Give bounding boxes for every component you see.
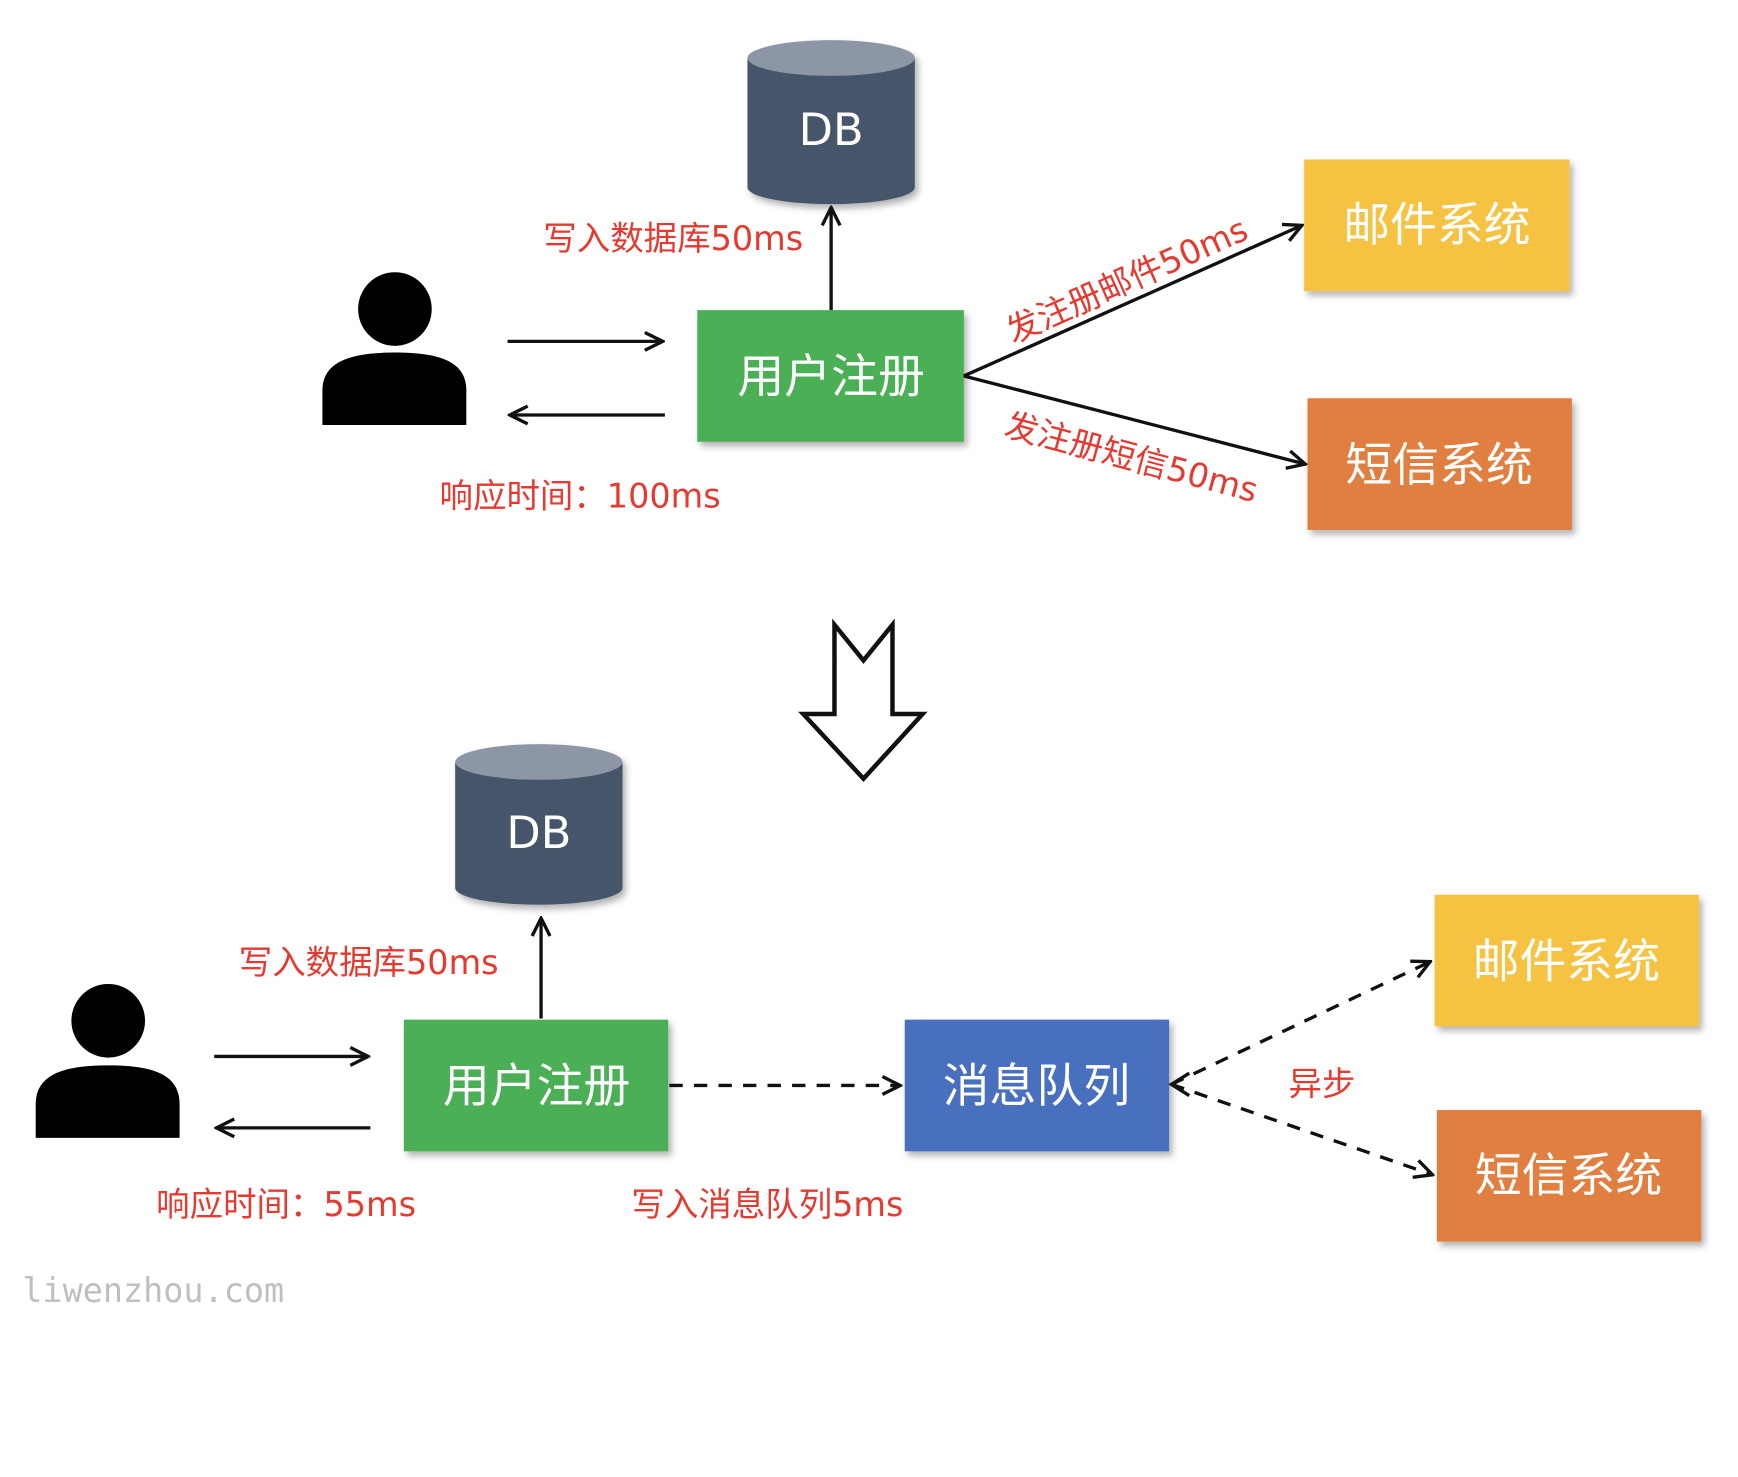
- bottom-db-cylinder: [455, 744, 623, 905]
- hollow-down-arrow-icon: [798, 618, 928, 782]
- bottom-sms-dashed-arrow: [1170, 1082, 1432, 1174]
- bottom-response-time: 响应时间：55ms: [156, 1185, 416, 1224]
- top-sms-system-box: [1307, 398, 1572, 530]
- bottom-queue-box: [904, 1019, 1170, 1152]
- top-db-write-label: 写入数据库50ms: [543, 219, 803, 258]
- top-email-system-box: [1304, 159, 1570, 292]
- bottom-sms-system-box: [1436, 1110, 1702, 1242]
- user-icon: [322, 272, 467, 426]
- top-sms-system-label: 短信系统: [1345, 439, 1532, 493]
- bottom-sms-system-label: 短信系统: [1475, 1149, 1662, 1203]
- top-db-label: DB: [799, 104, 864, 156]
- watermark: liwenzhou.com: [22, 1271, 284, 1310]
- bottom-email-system-box: [1434, 894, 1700, 1027]
- top-send-email-label: 发注册邮件50ms: [1000, 210, 1253, 351]
- top-response-time: 响应时间：100ms: [440, 477, 721, 516]
- bottom-queue-write-label: 写入消息队列5ms: [631, 1185, 903, 1224]
- top-email-system-label: 邮件系统: [1343, 199, 1530, 253]
- diagram-svg: DB 写入数据库50ms 响应时间：100ms 用户注册 邮件系统 短信系统 发…: [22, 40, 1702, 1310]
- user-icon: [35, 983, 180, 1138]
- top-register-label: 用户注册: [737, 351, 924, 405]
- top-sms-arrow: [963, 374, 1305, 464]
- top-register-box: [697, 310, 964, 442]
- bottom-async-label: 异步: [1289, 1065, 1356, 1104]
- top-db-cylinder: [747, 40, 915, 205]
- bottom-db-write-label: 写入数据库50ms: [239, 943, 499, 982]
- bottom-register-box: [403, 1019, 669, 1152]
- bottom-email-system-label: 邮件系统: [1473, 935, 1660, 989]
- top-email-arrow: [963, 225, 1302, 378]
- queue-return-arrowhead: [1168, 1071, 1191, 1097]
- database-icon: [455, 744, 623, 905]
- bottom-db-label: DB: [506, 807, 571, 859]
- database-icon: [747, 40, 915, 205]
- bottom-queue-label: 消息队列: [943, 1060, 1130, 1114]
- bottom-register-label: 用户注册: [443, 1060, 630, 1114]
